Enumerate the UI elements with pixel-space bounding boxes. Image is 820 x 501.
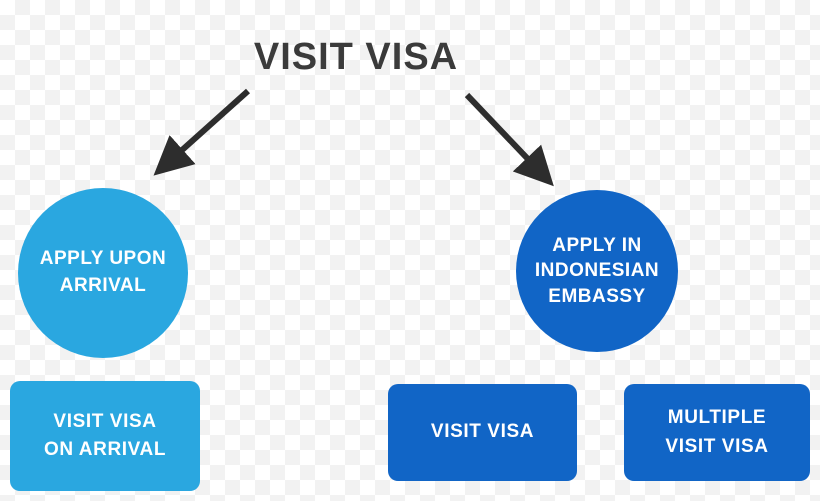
- node-label-line: APPLY IN: [552, 234, 642, 256]
- node-label-line: VISIT VISA: [53, 410, 157, 432]
- diagram-title: VISIT VISA: [253, 36, 459, 78]
- node-label-line: VISIT VISA: [430, 421, 535, 443]
- node-visit-visa-on-arrival: VISIT VISA ON ARRIVAL: [10, 381, 200, 491]
- node-label-line: VISIT VISA: [665, 435, 769, 457]
- node-label-line: ON ARRIVAL: [43, 439, 167, 460]
- node-apply-in-indonesian-embassy: APPLY IN INDONESIAN EMBASSY: [516, 190, 678, 352]
- arrow-left: [153, 88, 251, 176]
- node-visit-visa: VISIT VISA: [388, 384, 577, 481]
- node-apply-upon-arrival: APPLY UPON ARRIVAL: [18, 188, 188, 358]
- node-label-line: EMBASSY: [548, 285, 646, 307]
- node-label-line: ARRIVAL: [59, 275, 147, 296]
- arrow-right: [464, 92, 554, 187]
- node-label-line: MULTIPLE: [667, 407, 767, 428]
- node-label-line: APPLY UPON: [39, 248, 167, 270]
- node-multiple-visit-visa: MULTIPLE VISIT VISA: [624, 384, 810, 481]
- node-label-line: INDONESIAN: [534, 260, 660, 282]
